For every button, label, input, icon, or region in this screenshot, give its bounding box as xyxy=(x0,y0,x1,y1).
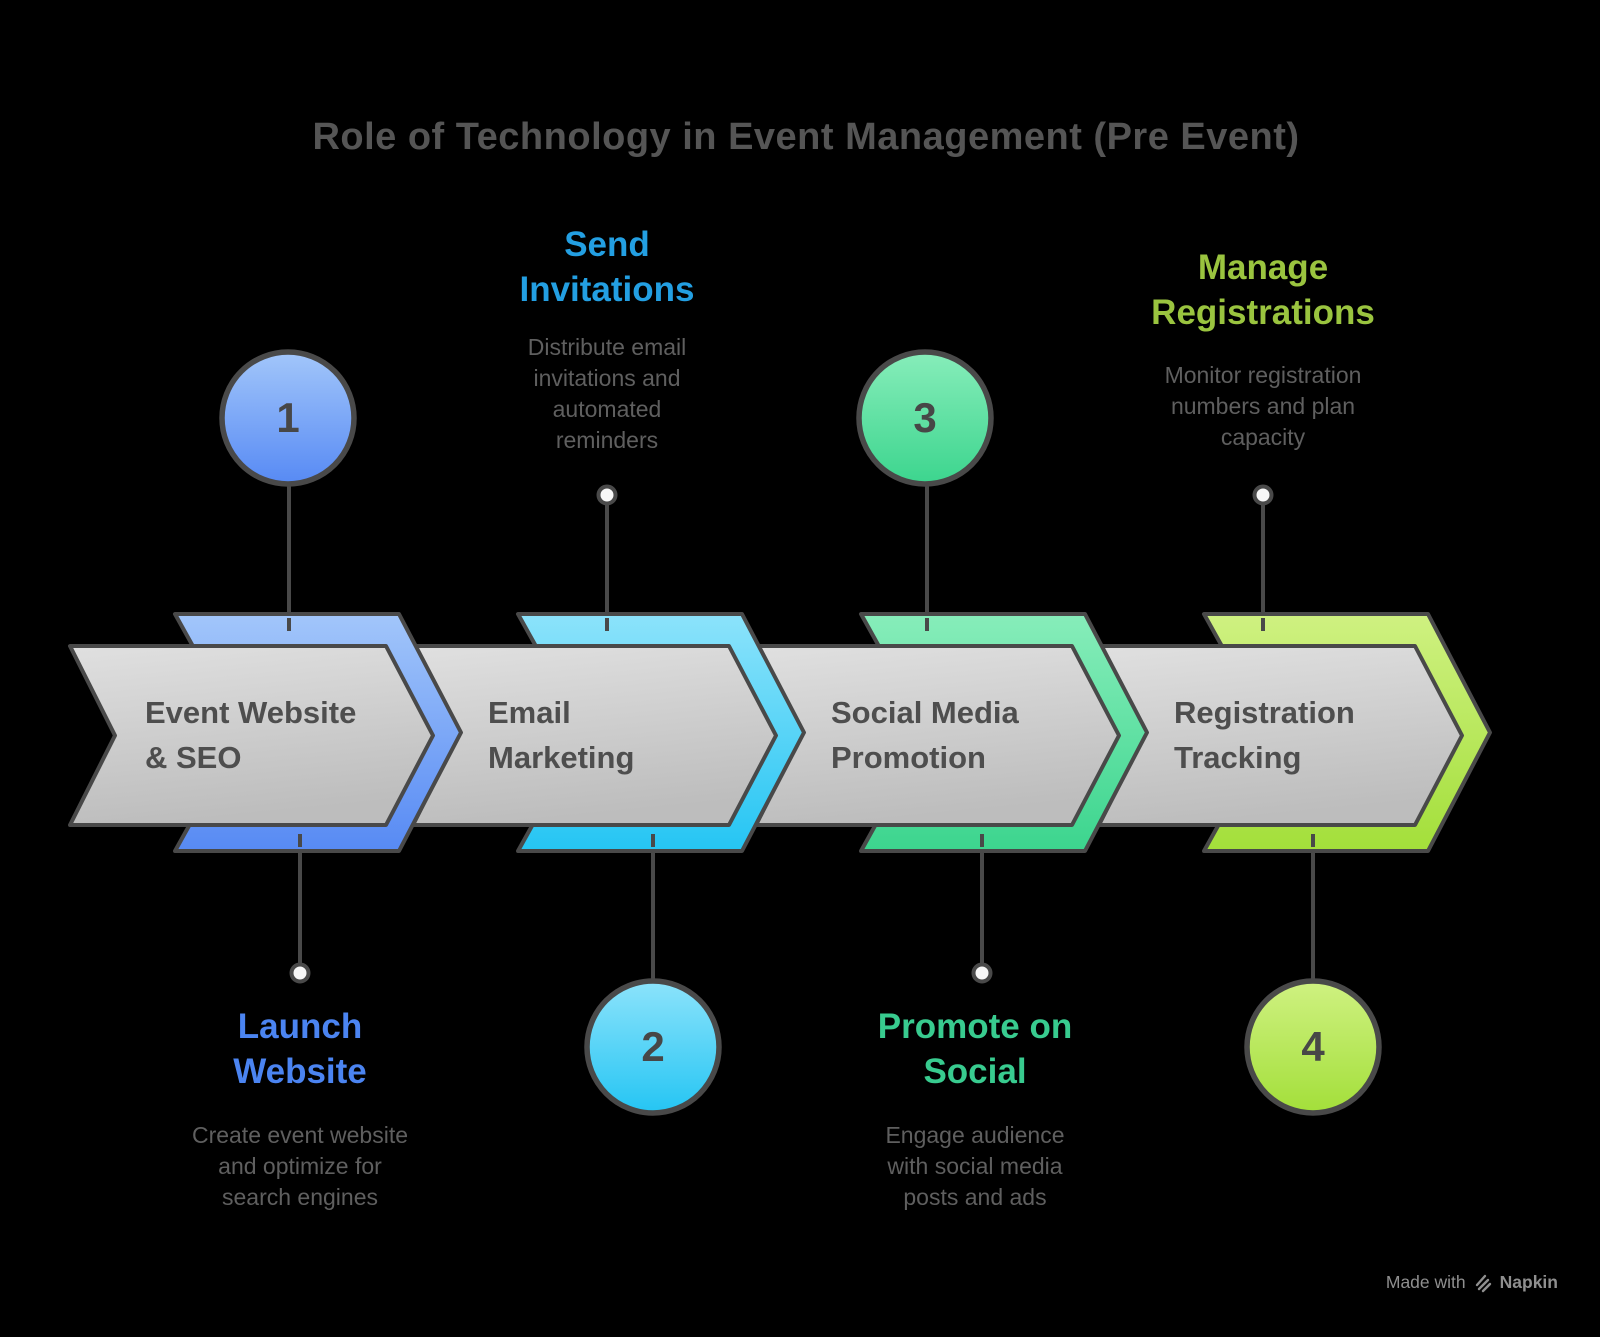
chevron-arrows xyxy=(68,612,1492,853)
step3-number: 3 xyxy=(913,394,937,441)
step4-number: 4 xyxy=(1301,1023,1325,1070)
page-title: Role of Technology in Event Management (… xyxy=(312,116,1300,158)
step3-callout-description: Engage audience with social media posts … xyxy=(885,1122,1065,1210)
ring-step1-bottom xyxy=(289,962,311,984)
step1-gray-arrow xyxy=(68,644,435,827)
step3-label: Social Media Promotion xyxy=(831,695,1019,775)
step1-callout-title: Launch Website xyxy=(233,1007,367,1091)
watermark-brand: Napkin xyxy=(1499,1272,1558,1292)
step2-callout-description: Distribute email invitations and automat… xyxy=(527,334,687,453)
watermark-prefix: Made with xyxy=(1385,1272,1466,1292)
step1-label: Event Website & SEO xyxy=(145,695,357,775)
ring-step3-bottom xyxy=(971,962,993,984)
connector-stems xyxy=(287,484,1315,986)
step1-circle xyxy=(219,349,357,487)
step4-callout-description: Monitor registration numbers and plan ca… xyxy=(1164,362,1362,450)
milestone-circles xyxy=(219,349,1382,1116)
watermark: Made with Napkin xyxy=(1386,1272,1558,1293)
step2-number: 2 xyxy=(641,1023,665,1070)
step4-callout-title: Manage Registrations xyxy=(1151,248,1375,332)
step1-callout-description: Create event website and optimize for se… xyxy=(191,1122,409,1210)
step1-number: 1 xyxy=(276,394,300,441)
step3-circle xyxy=(856,349,994,487)
ring-step2-top xyxy=(596,484,618,506)
step2-callout-title: Send Invitations xyxy=(519,225,695,309)
step3-callout-title: Promote on Social xyxy=(877,1007,1073,1091)
step4-circle xyxy=(1244,978,1382,1116)
napkin-logo-icon xyxy=(1475,1274,1491,1292)
ring-step4-top xyxy=(1252,484,1274,506)
connector-rings xyxy=(289,484,1274,984)
step4-label: Registration Tracking xyxy=(1174,695,1355,775)
step2-label: Email Marketing xyxy=(488,695,635,775)
step2-circle xyxy=(584,978,722,1116)
connector-nubs xyxy=(287,618,1315,847)
